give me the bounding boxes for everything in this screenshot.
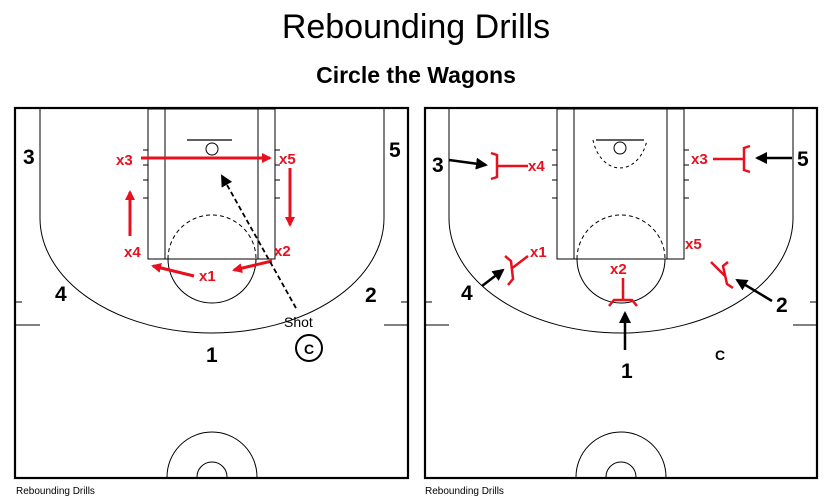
left-offense-2: 2	[365, 284, 377, 307]
right-caption: Rebounding Drills	[425, 486, 504, 497]
left-offense-4: 4	[55, 283, 67, 306]
left-defender-x3: x3	[116, 152, 133, 169]
left-lane	[147, 108, 276, 304]
right-offense-4: 4	[461, 282, 473, 305]
left-coach-label: C	[304, 341, 314, 357]
boxout-x4	[490, 151, 528, 181]
left-three-point-line	[39, 109, 385, 334]
page-subtitle: Circle the Wagons	[316, 62, 516, 88]
right-center-circle	[575, 431, 667, 478]
left-court-border	[13, 106, 410, 480]
left-defender-x1: x1	[199, 268, 216, 285]
right-offense-3: 3	[432, 154, 444, 177]
right-defender-x1: x1	[530, 244, 547, 261]
right-lane-hash-marks	[425, 149, 817, 326]
shot-path	[221, 174, 297, 309]
left-offense-3: 3	[23, 146, 35, 169]
right-offense-1: 1	[621, 360, 633, 383]
right-defender-x3: x3	[691, 151, 708, 168]
arrow-x1-to-x4	[151, 263, 195, 278]
left-defender-x2: x2	[274, 243, 291, 260]
left-offense-1: 1	[206, 344, 218, 367]
left-center-circle	[166, 431, 258, 478]
right-coach-label: C	[715, 347, 725, 363]
left-court: x3 x5 x4 x2 x1 3 5 4 2 1 Shot C	[13, 106, 410, 480]
arrow-x2-to-x1	[232, 259, 273, 274]
page-title: Rebounding Drills	[281, 8, 551, 46]
right-defender-x5: x5	[685, 236, 702, 253]
right-lane	[556, 108, 685, 304]
shot-label: Shot	[284, 314, 313, 330]
left-rotation-arrows	[125, 153, 295, 278]
boxout-x3	[713, 144, 751, 174]
boxout-x2	[608, 278, 638, 307]
right-boxout-stances	[490, 144, 751, 307]
left-defender-x5: x5	[279, 151, 296, 168]
right-offense-2: 2	[776, 294, 788, 317]
boxout-x5	[710, 261, 734, 290]
right-three-point-line	[448, 109, 794, 334]
left-lane-hash-marks	[15, 149, 408, 326]
boxout-x1	[504, 255, 529, 286]
right-defender-x2: x2	[610, 261, 627, 278]
right-court: x4 x3 x1 x5 x2 3 5 4 2 1 C	[423, 106, 819, 480]
left-coach-circle	[295, 334, 323, 362]
left-defender-x4: x4	[124, 244, 141, 261]
right-approach-arrows	[448, 152, 792, 350]
right-offense-5: 5	[797, 148, 809, 171]
left-offense-5: 5	[389, 139, 401, 162]
right-defender-x4: x4	[528, 158, 545, 175]
left-caption: Rebounding Drills	[16, 486, 95, 497]
